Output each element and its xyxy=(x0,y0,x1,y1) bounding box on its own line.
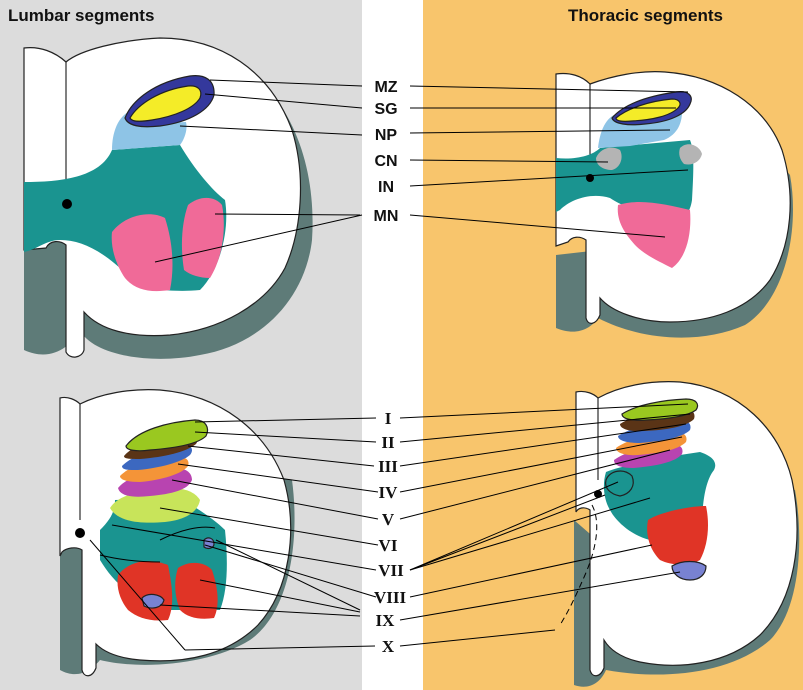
label-lamina-viii: VIII xyxy=(374,588,407,607)
structure-labels: MZ SG NP CN IN MN xyxy=(374,79,399,225)
label-mn: MN xyxy=(374,208,399,225)
label-np: NP xyxy=(375,127,398,144)
thoracic-section-top xyxy=(556,72,793,338)
label-in: IN xyxy=(378,179,394,196)
lumbar-bottom-lamina-ix-spot-large xyxy=(142,594,164,608)
label-lamina-iv: IV xyxy=(379,483,399,502)
label-mz: MZ xyxy=(374,79,397,96)
label-lamina-vii: VII xyxy=(378,561,404,580)
lumbar-panel-title: Lumbar segments xyxy=(8,6,154,26)
label-lamina-ii: II xyxy=(381,433,395,452)
lumbar-section-top xyxy=(24,38,313,359)
thoracic-section-bottom xyxy=(560,382,799,687)
label-lamina-i: I xyxy=(385,409,392,428)
label-lamina-iii: III xyxy=(378,457,398,476)
label-sg: SG xyxy=(374,101,397,118)
label-lamina-ix: IX xyxy=(376,611,396,630)
lamina-labels: I II III IV V VI VII VIII IX X xyxy=(374,409,407,656)
lumbar-bottom-lamina-ix-right xyxy=(175,563,217,619)
lumbar-top-central-canal xyxy=(62,199,72,209)
label-lamina-x: X xyxy=(382,637,395,656)
label-lamina-vi: VI xyxy=(379,536,398,555)
thoracic-panel-title: Thoracic segments xyxy=(568,6,723,26)
label-cn: CN xyxy=(374,153,397,170)
lumbar-bottom-central-canal xyxy=(75,528,85,538)
label-lamina-v: V xyxy=(382,510,395,529)
lumbar-section-bottom xyxy=(60,390,295,676)
